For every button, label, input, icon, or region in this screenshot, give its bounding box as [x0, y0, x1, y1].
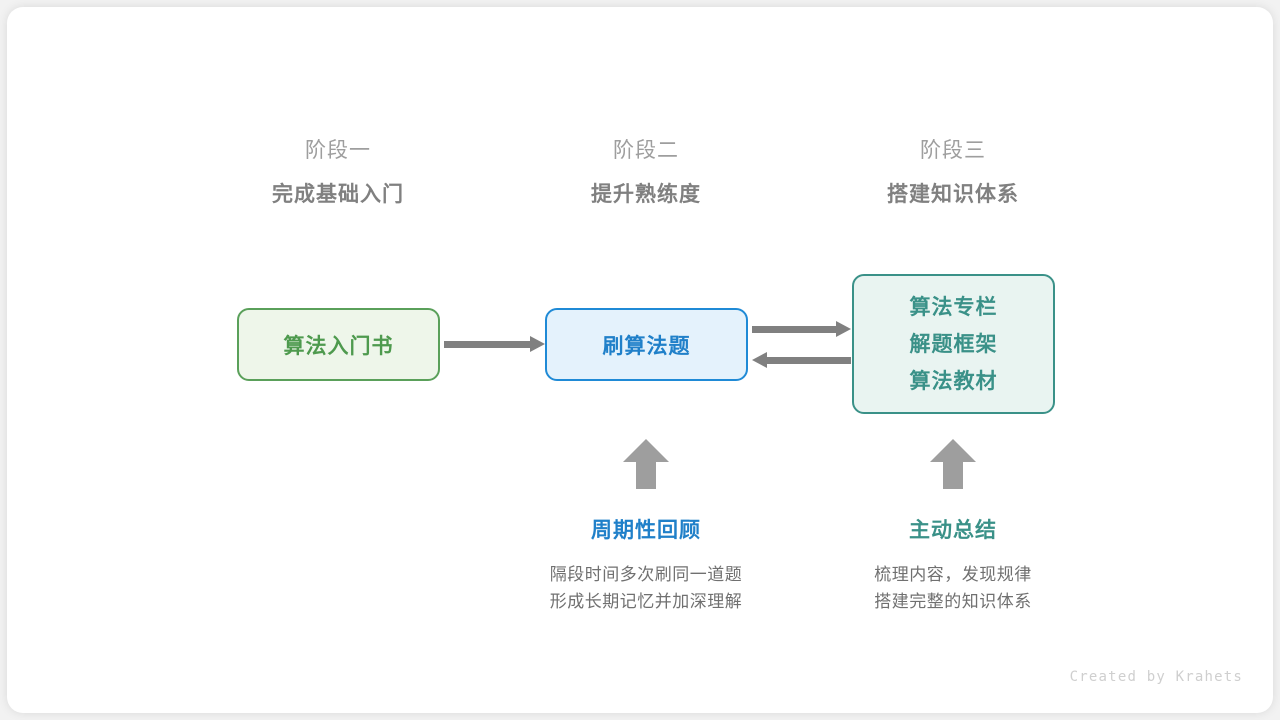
- note-periodic-review-line-2: 形成长期记忆并加深理解: [549, 592, 743, 611]
- arrow-right-icon-green-to-blue: [444, 336, 545, 352]
- note-periodic-review-body: 隔段时间多次刷同一道题 形成长期记忆并加深理解: [476, 561, 816, 615]
- note-periodic-review-line-1: 隔段时间多次刷同一道题: [549, 565, 743, 584]
- node-intro-book-label: 算法入门书: [283, 334, 394, 358]
- note-active-summary-body: 梳理内容，发现规律 搭建完整的知识体系: [783, 561, 1123, 615]
- node-knowledge-line-2: 解题框架: [909, 332, 998, 356]
- arrow-left-icon-teal-to-blue: [752, 352, 851, 368]
- node-knowledge-line-1: 算法专栏: [909, 295, 998, 319]
- stage-title-1: 完成基础入门: [272, 183, 404, 206]
- arrow-head: [623, 439, 669, 462]
- arrow-shaft: [943, 461, 963, 489]
- stage-title-3: 搭建知识体系: [887, 183, 1019, 206]
- node-practice-problems-label: 刷算法题: [602, 334, 691, 358]
- node-knowledge-resources[interactable]: 算法专栏 解题框架 算法教材: [852, 274, 1055, 414]
- arrow-head: [930, 439, 976, 462]
- stage-number-3: 阶段三: [920, 139, 986, 162]
- note-active-summary-title: 主动总结: [909, 519, 997, 542]
- arrow-head: [836, 321, 851, 337]
- node-intro-book[interactable]: 算法入门书: [237, 308, 440, 381]
- note-periodic-review-title: 周期性回顾: [591, 519, 701, 542]
- note-periodic-review: 周期性回顾 隔段时间多次刷同一道题 形成长期记忆并加深理解: [476, 517, 816, 615]
- arrow-head: [530, 336, 545, 352]
- arrow-head: [752, 352, 767, 368]
- note-active-summary-line-1: 梳理内容，发现规律: [874, 565, 1032, 584]
- diagram-card: 阶段一 完成基础入门 阶段二 提升熟练度 阶段三 搭建知识体系 算法入门书 刷算…: [7, 7, 1273, 713]
- arrow-right-icon-blue-to-teal: [752, 321, 851, 337]
- note-active-summary: 主动总结 梳理内容，发现规律 搭建完整的知识体系: [783, 517, 1123, 615]
- stage-title-2: 提升熟练度: [591, 183, 701, 206]
- arrow-up-icon-review: [623, 439, 669, 489]
- credit-text: Created by Krahets: [1069, 669, 1243, 685]
- arrow-shaft: [752, 326, 839, 333]
- stage-number-2: 阶段二: [613, 139, 679, 162]
- stage-number-1: 阶段一: [305, 139, 371, 162]
- note-active-summary-line-2: 搭建完整的知识体系: [874, 592, 1032, 611]
- arrow-up-icon-summary: [930, 439, 976, 489]
- arrow-shaft: [444, 341, 533, 348]
- stage-header-1: 阶段一 完成基础入门: [198, 136, 478, 210]
- arrow-shaft: [636, 461, 656, 489]
- node-knowledge-line-3: 算法教材: [909, 369, 998, 393]
- arrow-shaft: [764, 357, 851, 364]
- node-practice-problems[interactable]: 刷算法题: [545, 308, 748, 381]
- stage-header-3: 阶段三 搭建知识体系: [813, 136, 1093, 210]
- stage-header-2: 阶段二 提升熟练度: [506, 136, 786, 210]
